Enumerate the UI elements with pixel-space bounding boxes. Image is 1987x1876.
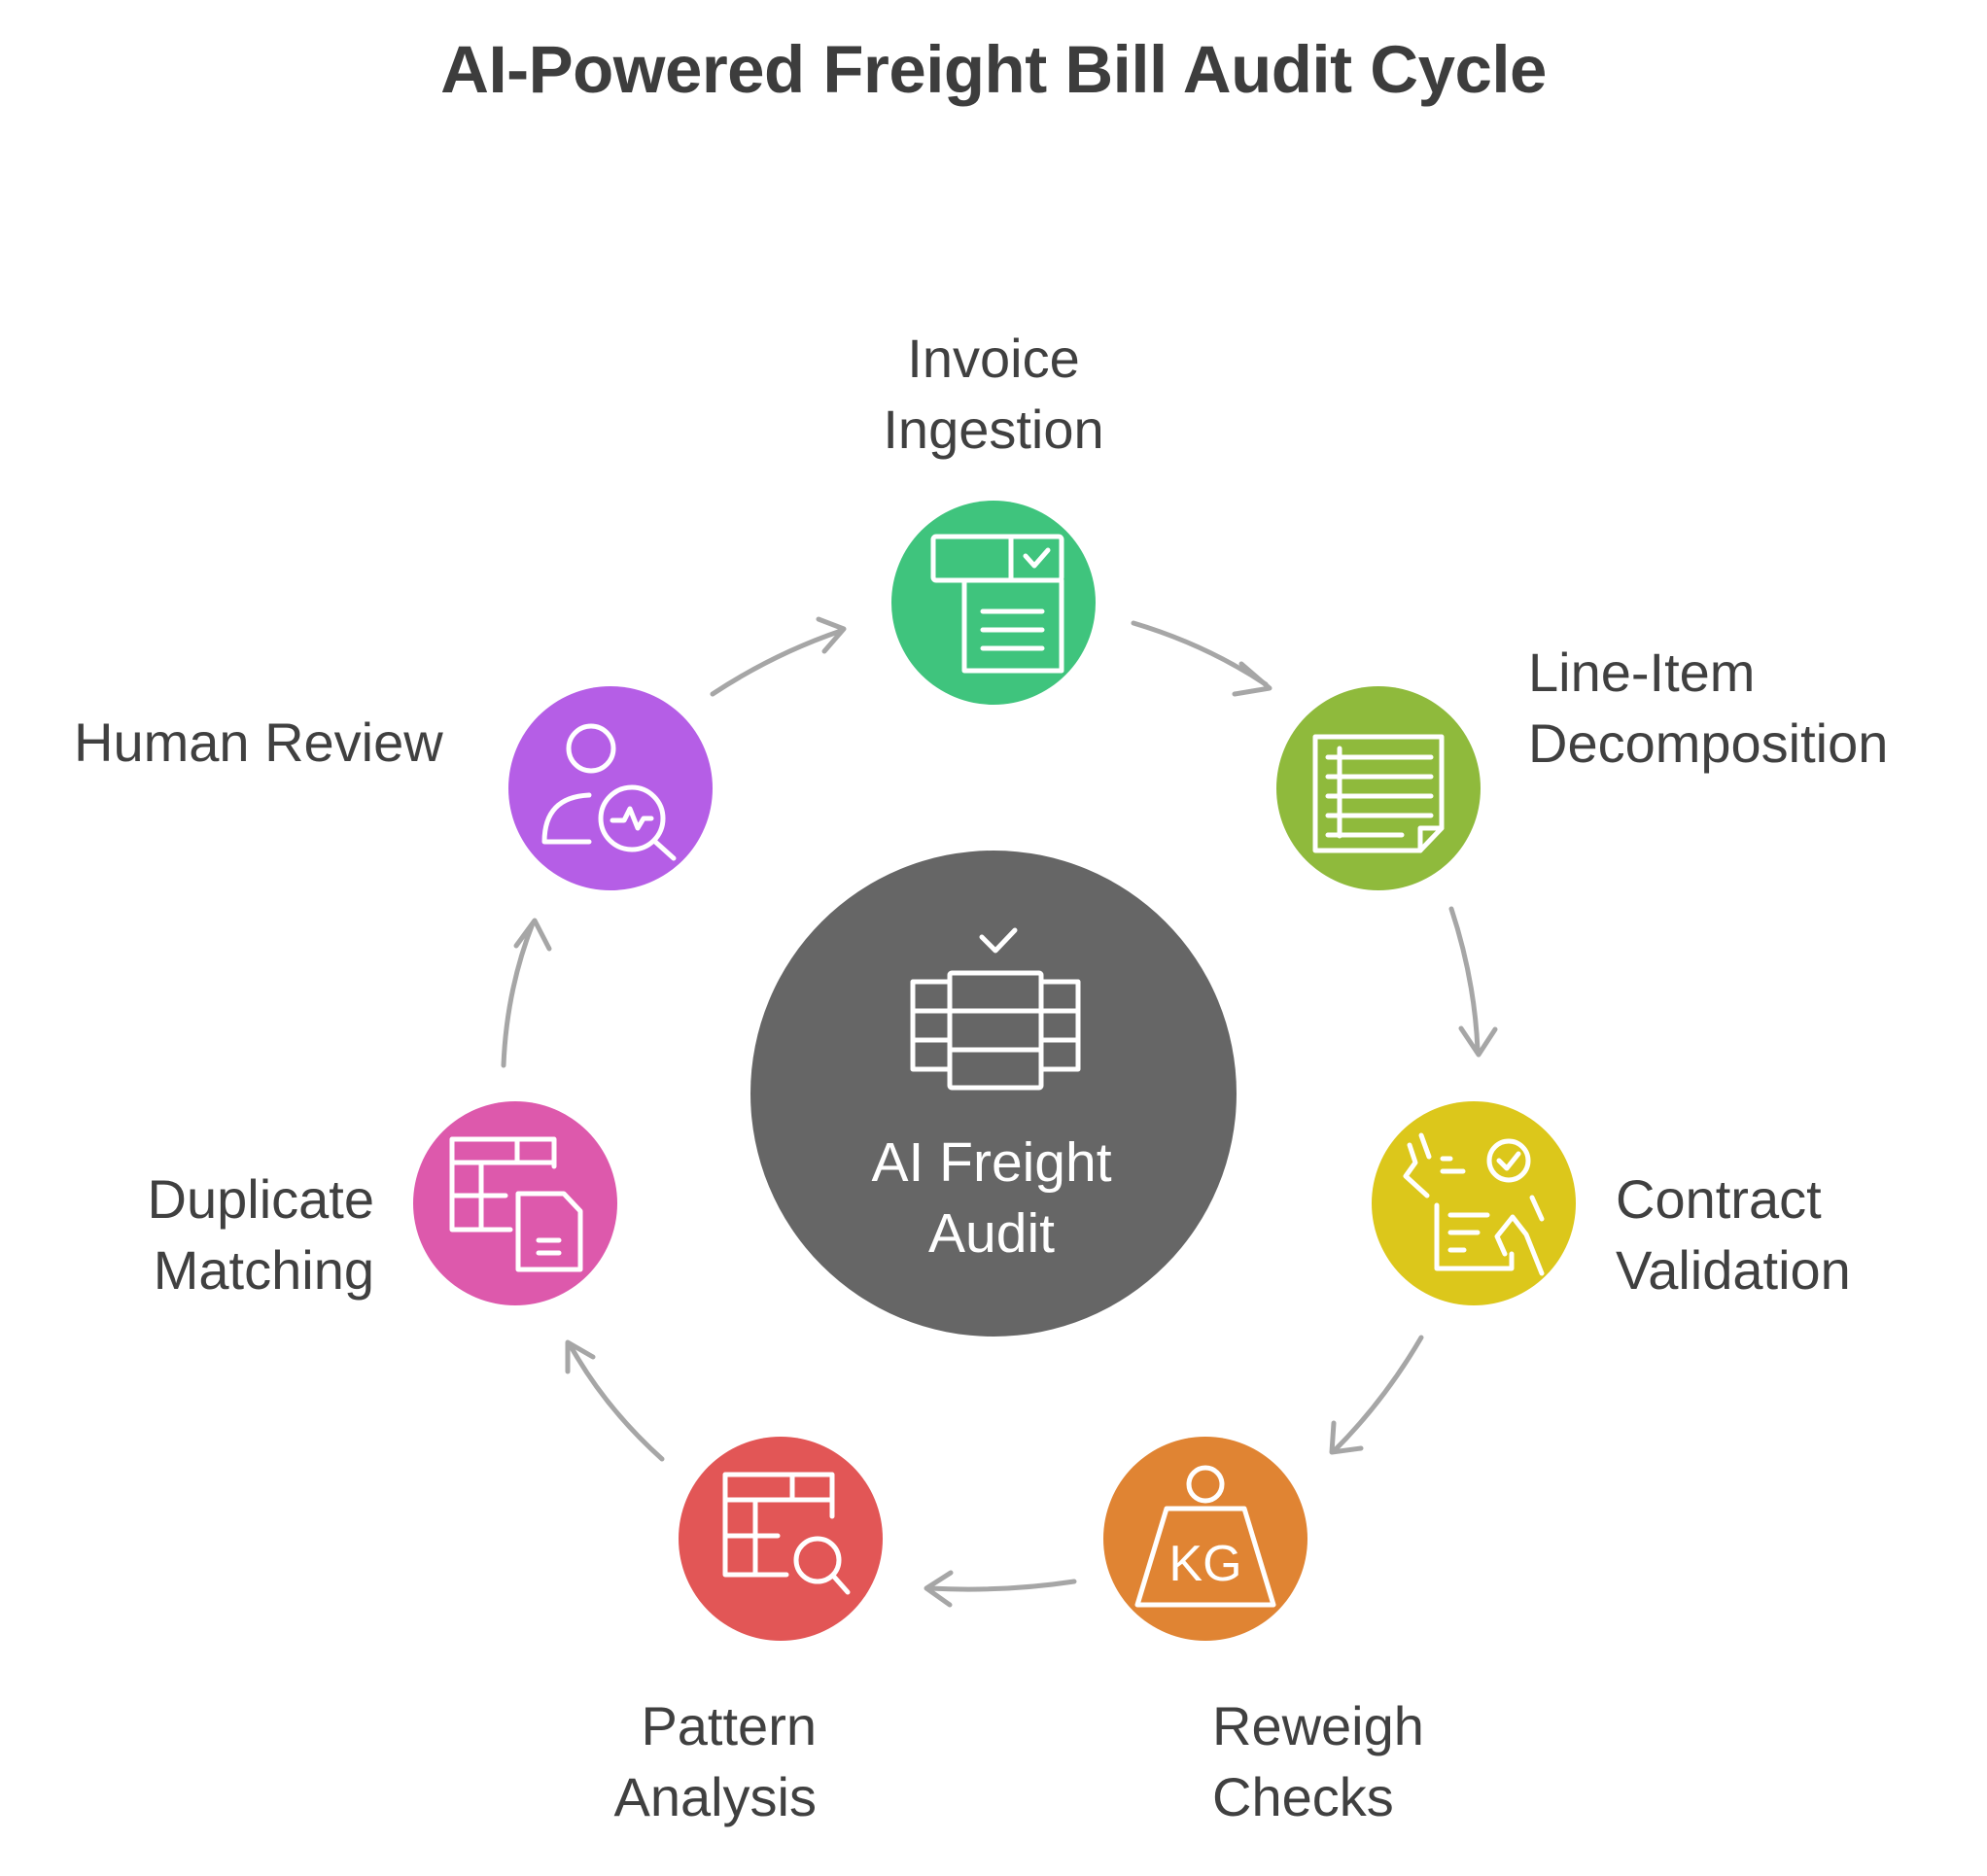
step-invoice-ingestion bbox=[891, 501, 1096, 705]
node-circle bbox=[1276, 686, 1481, 890]
arrow-reweigh-to-pattern bbox=[924, 1570, 1077, 1608]
node-circle bbox=[679, 1437, 883, 1641]
label-line-2: Ingestion bbox=[883, 399, 1104, 460]
step-duplicate-matching bbox=[413, 1101, 617, 1305]
person-analysis-icon bbox=[541, 723, 677, 861]
label-invoice-ingestion: Invoice Ingestion bbox=[875, 323, 1112, 465]
center-circle bbox=[750, 851, 1237, 1337]
arrow-pattern-to-duplicate bbox=[565, 1339, 665, 1462]
center-label-line-2: Audit bbox=[928, 1202, 1055, 1265]
label-pattern-analysis: Pattern Analysis bbox=[544, 1690, 817, 1832]
label-human-review: Human Review bbox=[74, 707, 463, 778]
kg-weight-icon: KG bbox=[1134, 1465, 1276, 1608]
label-line-1: Contract bbox=[1616, 1168, 1822, 1230]
label-line-2: Checks bbox=[1212, 1766, 1394, 1827]
label-line-item-decomposition: Line-Item Decomposition bbox=[1528, 637, 1888, 779]
invoice-document-icon bbox=[930, 534, 1064, 674]
label-line-1: Invoice bbox=[907, 328, 1080, 389]
kg-label: KG bbox=[1168, 1536, 1241, 1592]
label-line-2: Validation bbox=[1616, 1239, 1851, 1301]
label-line-2: Analysis bbox=[613, 1766, 817, 1827]
label-line-1: Human Review bbox=[74, 712, 443, 773]
arrow-ingestion-to-decomposition bbox=[1131, 620, 1272, 697]
label-duplicate-matching: Duplicate Matching bbox=[97, 1164, 374, 1305]
label-line-2: Decomposition bbox=[1528, 712, 1889, 774]
step-human-review bbox=[508, 686, 713, 890]
server-check-icon bbox=[910, 927, 1081, 1091]
arrow-validation-to-reweigh bbox=[1329, 1335, 1424, 1455]
center-label-line-1: AI Freight bbox=[871, 1131, 1112, 1194]
node-circle bbox=[508, 686, 713, 890]
arrow-duplicate-to-human bbox=[501, 918, 552, 1068]
label-contract-validation: Contract Validation bbox=[1616, 1164, 1851, 1305]
node-circle bbox=[1103, 1437, 1307, 1641]
table-document-icon bbox=[449, 1136, 583, 1272]
arrow-decomposition-to-validation bbox=[1448, 906, 1498, 1058]
step-line-item-decomposition bbox=[1276, 686, 1481, 890]
node-circle bbox=[413, 1101, 617, 1305]
node-circle bbox=[1372, 1101, 1576, 1305]
label-line-1: Line-Item bbox=[1528, 642, 1756, 703]
step-reweigh-checks: KG bbox=[1103, 1437, 1307, 1641]
label-line-2: Matching bbox=[153, 1239, 374, 1301]
center-label: AI Freight Audit bbox=[807, 1128, 1176, 1269]
contract-handshake-icon bbox=[1403, 1132, 1545, 1276]
label-line-1: Pattern bbox=[641, 1695, 817, 1756]
center-node bbox=[750, 851, 1237, 1337]
step-pattern-analysis bbox=[679, 1437, 883, 1641]
step-contract-validation bbox=[1372, 1101, 1576, 1305]
label-line-1: Reweigh bbox=[1212, 1695, 1424, 1756]
node-circle bbox=[891, 501, 1096, 705]
label-line-1: Duplicate bbox=[147, 1168, 374, 1230]
label-reweigh-checks: Reweigh Checks bbox=[1212, 1690, 1424, 1832]
table-search-icon bbox=[722, 1472, 851, 1595]
diagram-title: AI-Powered Freight Bill Audit Cycle bbox=[440, 32, 1547, 107]
arrow-human-to-ingestion bbox=[710, 616, 847, 697]
itemized-list-icon bbox=[1312, 734, 1445, 853]
